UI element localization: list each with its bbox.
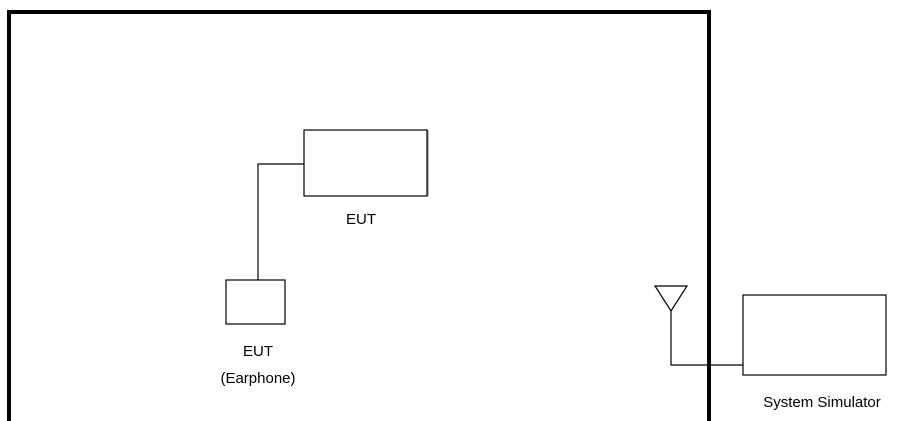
earphone-box bbox=[225, 279, 286, 325]
antenna-icon bbox=[653, 285, 689, 313]
eut-box bbox=[303, 129, 428, 197]
earphone-label-line2: (Earphone) bbox=[220, 370, 295, 387]
earphone-cable bbox=[257, 163, 304, 280]
earphone-label-line1: EUT bbox=[243, 343, 273, 360]
eut-label: EUT bbox=[346, 211, 376, 228]
system-simulator-label: System Simulator bbox=[763, 394, 881, 411]
shielded-chamber bbox=[7, 10, 711, 421]
antenna-cable bbox=[670, 311, 743, 366]
system-simulator-box bbox=[742, 294, 887, 376]
